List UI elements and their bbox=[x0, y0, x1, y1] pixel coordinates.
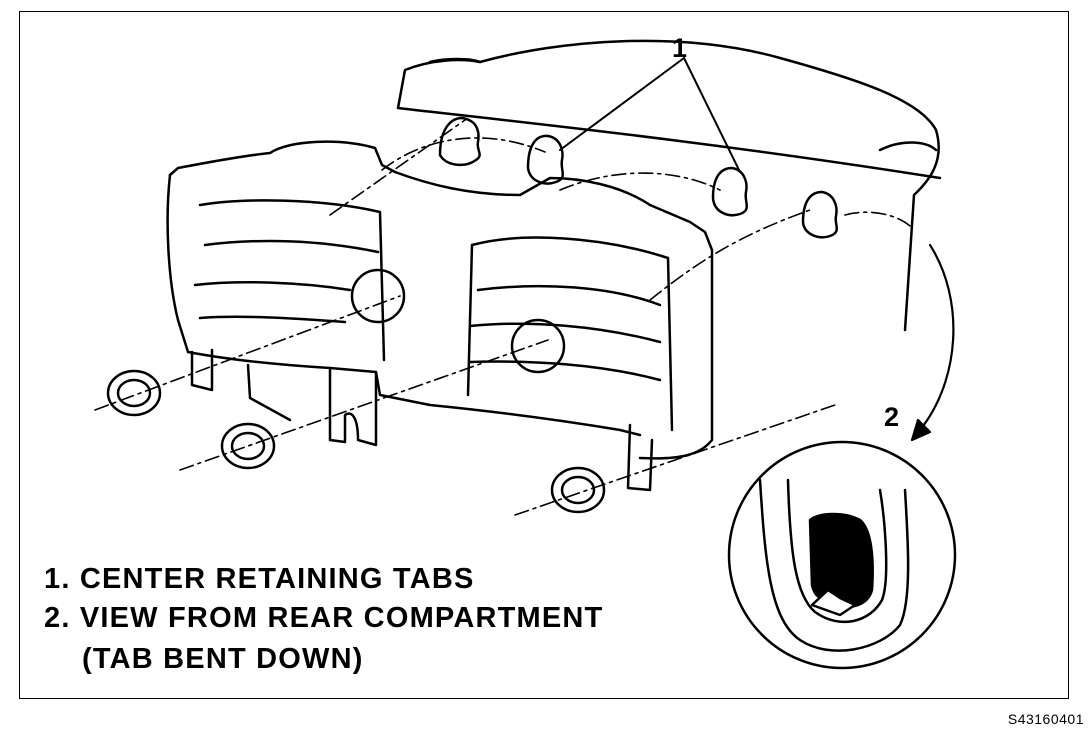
detail-arrow bbox=[910, 243, 955, 442]
washer-nuts bbox=[106, 369, 606, 514]
retaining-tabs bbox=[438, 116, 838, 239]
seat-cushion-frame bbox=[166, 140, 714, 460]
alignment-lines bbox=[94, 119, 913, 516]
legend-item-2: 2. VIEW FROM REAR COMPARTMENT bbox=[44, 602, 604, 634]
push-nuts bbox=[350, 268, 566, 374]
legend-item-1: 1. CENTER RETAINING TABS bbox=[44, 563, 475, 595]
seat-back-cushion bbox=[396, 39, 942, 332]
legend-item-2-continued: (TAB BENT DOWN) bbox=[82, 643, 364, 675]
diagram-frame bbox=[19, 11, 1069, 699]
callout-1-leaders bbox=[559, 57, 741, 173]
callout-number-2: 2 bbox=[884, 402, 900, 432]
mounting-brackets bbox=[190, 348, 654, 492]
figure-code: S43160401 bbox=[1007, 711, 1084, 727]
callout-number-1: 1 bbox=[672, 33, 688, 63]
detail-view-circle bbox=[727, 440, 957, 670]
